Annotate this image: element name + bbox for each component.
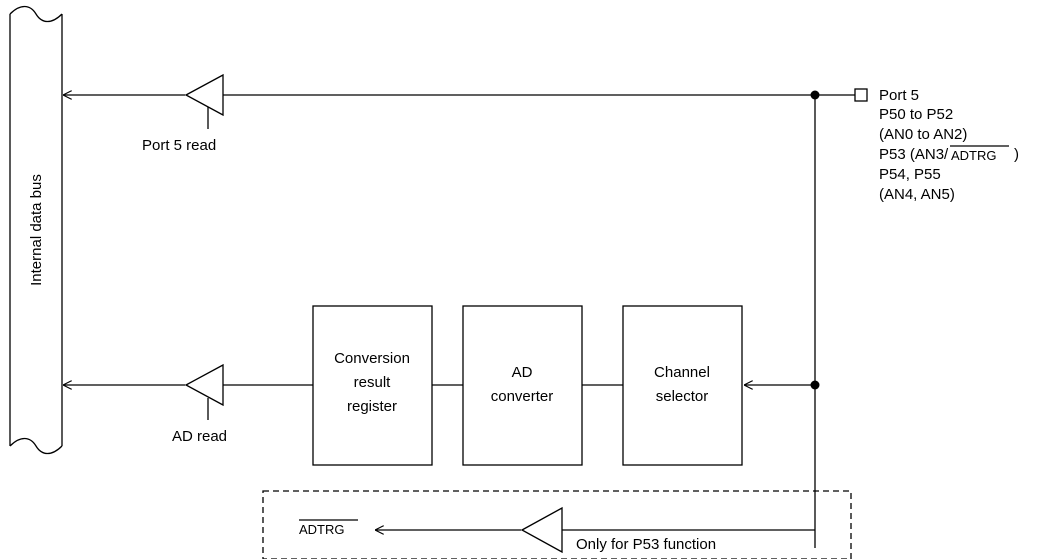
svg-text:converter: converter [491,388,554,405]
port-line-6: (AN4, AN5) [879,186,955,203]
adtrg-signal-label: ADTRG [299,522,345,537]
internal-data-bus: Internal data bus [9,5,63,455]
p53-note: Only for P53 function [576,536,716,553]
svg-text:result: result [354,374,392,391]
port-line-close: ) [1014,146,1019,163]
port-line-adtrg: ADTRG [951,148,997,163]
port-pin [854,88,868,102]
port-read-label: Port 5 read [142,137,216,154]
conversion-result-register: Conversion result register [312,305,433,466]
ad-read-label: AD read [172,428,227,445]
port-labels: Port 5 P50 to P52 (AN0 to AN2) P53 (AN3/… [879,87,1019,203]
port-line-5: P54, P55 [879,166,941,183]
port-line-1: Port 5 [879,87,919,104]
ad-read-buffer [184,363,224,407]
svg-text:Channel: Channel [654,364,710,381]
adtrg-buffer [520,506,563,554]
svg-text:selector: selector [656,388,709,405]
svg-text:register: register [347,398,397,415]
svg-text:AD: AD [512,364,533,381]
port-line-3: (AN0 to AN2) [879,126,967,143]
port-line-2: P50 to P52 [879,106,953,123]
svg-text:Conversion: Conversion [334,350,410,367]
port-line-4: P53 (AN3/ [879,146,949,163]
port-read-buffer [184,73,224,117]
ad-converter: AD converter [462,305,583,466]
p53-function-region [262,490,852,559]
port-read-path: Port 5 read [63,73,814,154]
channel-selector: Channel selector [622,305,743,466]
adtrg-path: ADTRG Only for P53 function [299,506,815,554]
bus-label: Internal data bus [28,174,45,286]
ad-read-path: AD read [63,363,313,445]
